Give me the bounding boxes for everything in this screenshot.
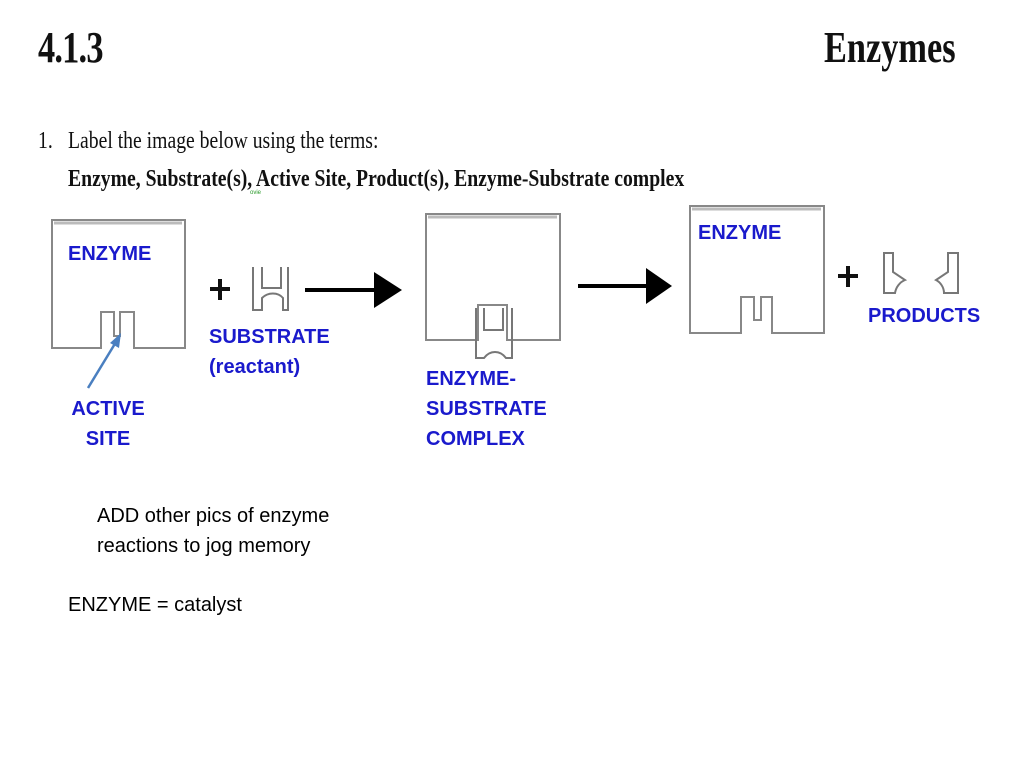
label-enzyme-right: ENZYME [698,222,782,244]
label-substrate-sub: (reactant) [209,356,301,378]
page-title: Enzymes [824,23,956,72]
note-line-1: ADD other pics of enzyme [97,505,330,527]
enzyme-substrate-complex-shape [425,213,561,359]
label-es-complex-2: SUBSTRATE [426,398,547,420]
note-catalyst: ENZYME = catalyst [68,594,242,616]
label-products: PRODUCTS [868,305,981,327]
section-number: 4.1.3 [38,23,104,72]
enzyme-shape-right [689,205,825,334]
substrate-shape [252,267,289,311]
label-enzyme-left: ENZYME [68,243,152,265]
note-line-2: reactions to jog memory [97,535,311,557]
label-es-complex-1: ENZYME- [426,368,516,390]
plus-sign-2 [838,266,858,287]
question-prompt: Label the image below using the terms: [68,128,379,154]
reaction-arrow-1 [305,272,402,308]
label-substrate: SUBSTRATE [209,326,330,348]
plus-sign-1 [210,279,230,300]
label-active-site: ACTIVE SITE [71,398,145,450]
product-shapes [883,252,959,294]
question-number: 1. [38,128,53,154]
active-site-pointer-arrow [86,333,121,389]
label-es-complex-3: COMPLEX [426,428,525,450]
tiny-mark: ovie [250,190,262,196]
question-terms: Enzyme, Substrate(s), Active Site, Produ… [68,166,685,192]
reaction-arrow-2 [578,268,672,304]
